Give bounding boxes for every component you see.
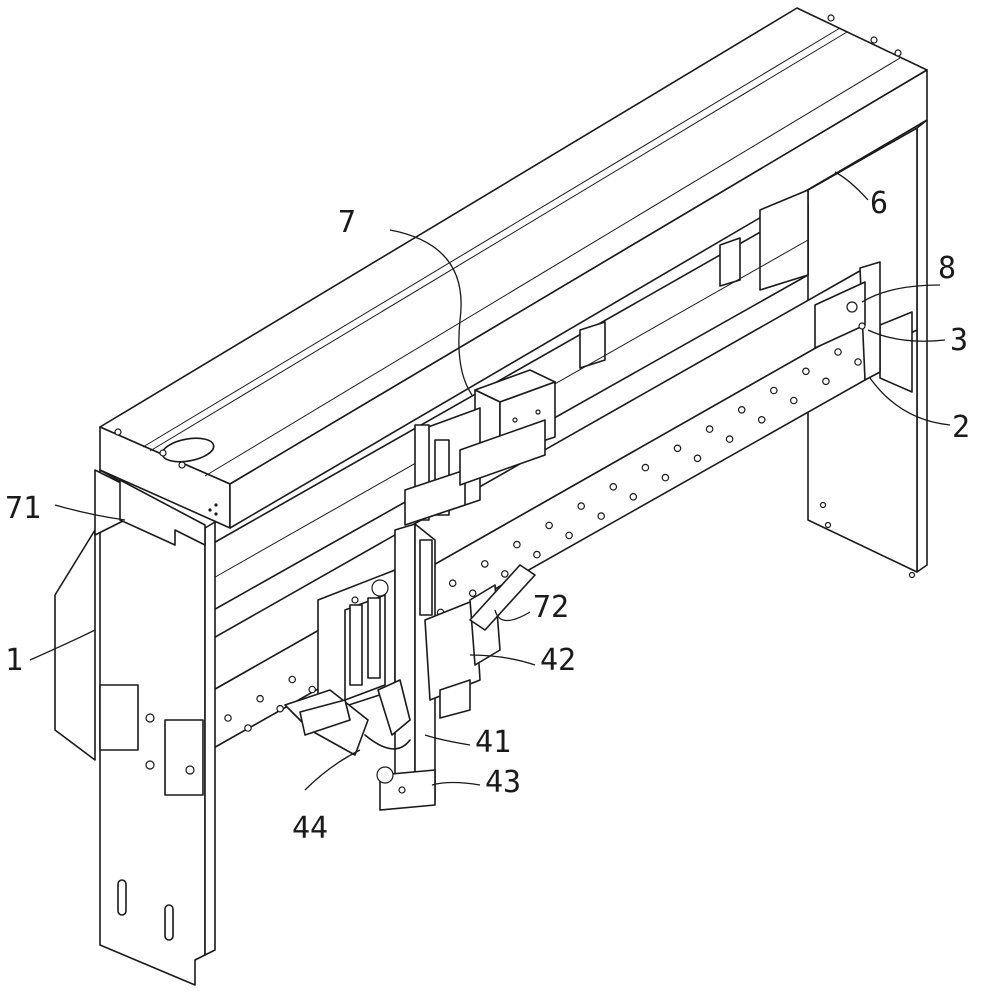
rail-hole xyxy=(705,425,714,433)
rail-hole xyxy=(276,704,284,713)
label-6: 6 xyxy=(870,186,888,221)
label-72: 72 xyxy=(533,590,569,625)
drive-module xyxy=(404,369,556,526)
rail-hole xyxy=(244,724,252,732)
rail-hole xyxy=(545,521,553,530)
left-side-plate xyxy=(54,469,216,986)
rail-hole xyxy=(757,415,766,424)
rail-hole xyxy=(308,685,317,694)
rail-hole xyxy=(725,435,734,443)
label-7: 7 xyxy=(338,205,356,240)
rail-hole xyxy=(597,512,606,520)
label-3: 3 xyxy=(950,323,968,358)
rail-hole xyxy=(822,377,830,386)
rail-hole xyxy=(854,358,862,366)
rail-hole xyxy=(577,502,586,510)
rail-hole xyxy=(673,444,682,453)
rail-hole xyxy=(834,348,842,356)
rail-hole xyxy=(641,463,650,472)
carriage-assembly xyxy=(284,523,536,811)
label-2: 2 xyxy=(952,410,970,445)
rail-hole xyxy=(224,714,232,722)
label-1: 1 xyxy=(5,643,23,678)
rail-hole xyxy=(693,454,702,463)
rail-hole xyxy=(661,473,670,482)
rail-hole xyxy=(256,694,264,703)
rail-hole xyxy=(769,386,778,395)
rail-hole xyxy=(609,482,618,491)
rail-hole xyxy=(468,589,477,598)
rail-hole xyxy=(500,570,509,578)
rail-hole xyxy=(448,579,457,588)
label-71: 71 xyxy=(5,491,41,526)
label-44: 44 xyxy=(292,811,328,846)
label-42: 42 xyxy=(540,643,576,678)
reference-labels: 7 6 8 3 2 71 1 72 42 41 43 44 xyxy=(5,186,970,846)
rail-hole xyxy=(629,492,638,501)
rail-hole xyxy=(565,531,573,540)
rail-hole xyxy=(480,560,489,568)
rail-hole xyxy=(789,396,798,405)
rail-hole xyxy=(533,550,541,559)
label-43: 43 xyxy=(485,765,521,800)
leader-lines xyxy=(29,171,951,791)
rail-hole xyxy=(802,367,810,376)
rail-hole xyxy=(288,675,297,684)
top-beam xyxy=(99,7,928,529)
rail-hole xyxy=(513,540,521,549)
label-41: 41 xyxy=(475,725,511,760)
rail-hole xyxy=(737,405,746,414)
label-8: 8 xyxy=(938,251,956,286)
